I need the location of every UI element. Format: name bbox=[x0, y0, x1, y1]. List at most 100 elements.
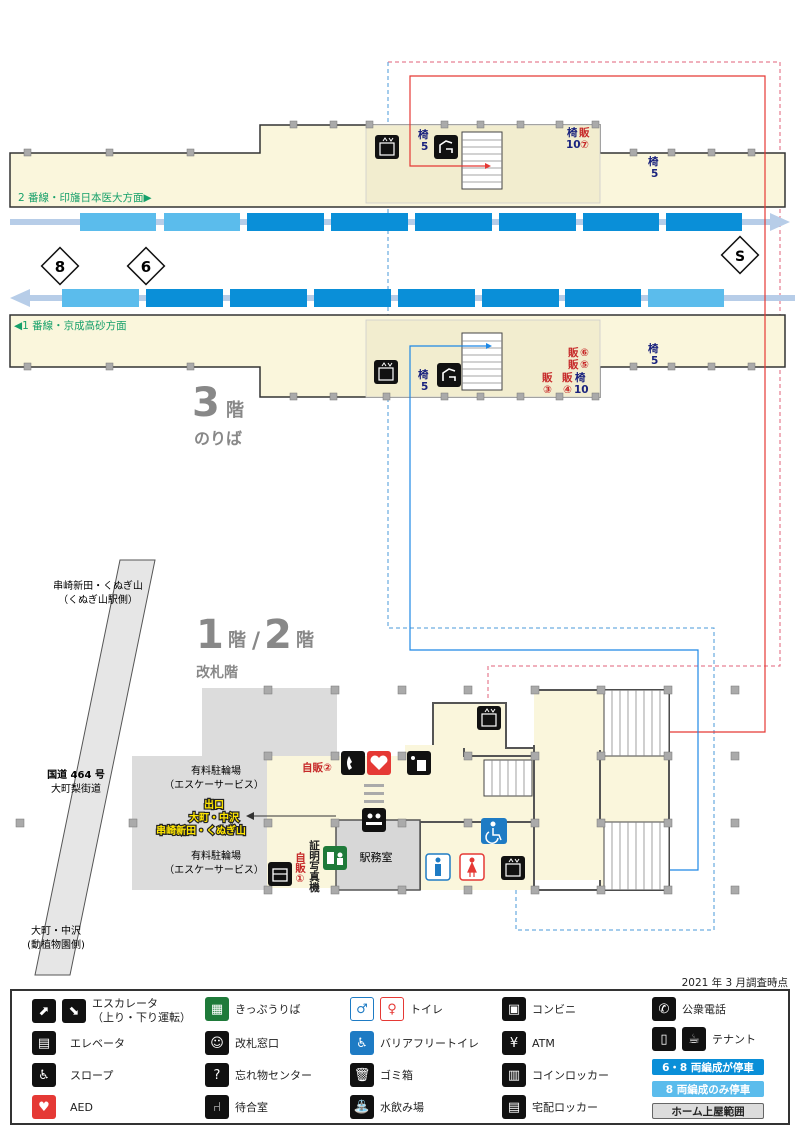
route-to-line1 bbox=[409, 345, 699, 871]
floor12-suffix-2: 階 bbox=[296, 630, 314, 651]
bicycle-parking-area bbox=[132, 756, 267, 890]
vending-number: ③ bbox=[543, 384, 552, 396]
convenience-store-icon: ▣ bbox=[502, 997, 526, 1021]
legend-trash: 🗑 ゴミ箱 bbox=[350, 1063, 413, 1087]
legend-coin-locker: ▥ コインロッカー bbox=[502, 1063, 609, 1087]
legend-gate-window: ☺ 改札窓口 bbox=[205, 1031, 279, 1055]
bicycle-parking-operator: （エスケーサービス） bbox=[164, 864, 264, 876]
escalator-up-icon: ⬈ bbox=[32, 999, 56, 1023]
seat-count: 5 bbox=[651, 355, 658, 367]
legend-tenant-label: テナント bbox=[712, 1033, 756, 1046]
svg-text:自販①: 自販① bbox=[294, 851, 306, 885]
coin-locker-icon: ▥ bbox=[502, 1063, 526, 1087]
legend-ticket-label: きっぷうりば bbox=[235, 1003, 301, 1016]
legend-slope: ♿ スロープ bbox=[32, 1063, 113, 1087]
delivery-locker-icon: ▤ bbox=[502, 1095, 526, 1119]
legend-barrier-free-toilet-label: バリアフリートイレ bbox=[380, 1037, 479, 1050]
svg-text:出口: 出口 bbox=[204, 798, 224, 811]
bicycle-parking-area bbox=[202, 688, 337, 756]
floor3-suffix: 階 bbox=[226, 400, 244, 421]
legend-escalator-label: エスカレータ bbox=[92, 997, 158, 1010]
tenant-cafe-icon: ☕ bbox=[682, 1027, 706, 1051]
toilet-women-icon bbox=[459, 853, 485, 881]
legend-stop-6-8: 6・8 両編成が停車 bbox=[652, 1059, 764, 1075]
photo-booth-label: 証明写真機 bbox=[308, 839, 320, 893]
seat-label: 椅 bbox=[418, 128, 429, 141]
legend-elevator-label: エレベータ bbox=[70, 1037, 125, 1050]
svg-text:大町・中沢: 大町・中沢 bbox=[189, 811, 240, 824]
aed-icon bbox=[367, 751, 391, 775]
escalator-down-icon: ⬊ bbox=[62, 999, 86, 1023]
legend-waiting-room-label: 待合室 bbox=[235, 1101, 268, 1114]
station-map: 8 6 S 2 番線・印旛日本医大方面▶ ◀1 番線・京成高砂方面 椅 5 椅 … bbox=[9, 61, 795, 976]
bicycle-parking-operator: （エスケーサービス） bbox=[164, 779, 264, 791]
road-national-464 bbox=[34, 559, 156, 976]
elevator-icon bbox=[501, 856, 525, 880]
road-name: 国道 464 号 bbox=[47, 768, 105, 781]
legend-barrier-free-toilet: ♿ バリアフリートイレ bbox=[350, 1031, 479, 1055]
vending-number: ⑤ bbox=[580, 359, 589, 371]
legend-aed-label: AED bbox=[70, 1100, 93, 1114]
legend-waiting-room: ⑁ 待合室 bbox=[205, 1095, 268, 1119]
elevator-icon bbox=[374, 360, 398, 384]
legend-atm-label: ATM bbox=[532, 1036, 555, 1050]
aed-icon: ♥ bbox=[32, 1095, 56, 1119]
legend-roof: ホーム上屋範囲 bbox=[652, 1103, 764, 1119]
legend-tenant: ▯ ☕ テナント bbox=[652, 1027, 756, 1051]
barrier-free-toilet-icon bbox=[481, 818, 507, 844]
svg-text:証明写真機: 証明写真機 bbox=[308, 839, 320, 893]
water-fountain-icon bbox=[437, 363, 461, 387]
legend-stop-8: 8 両編成のみ停車 bbox=[652, 1081, 764, 1097]
coin-locker-icon bbox=[268, 862, 292, 886]
vending-label: 販 bbox=[579, 126, 590, 139]
trash-icon: 🗑 bbox=[350, 1063, 374, 1087]
elevator-icon bbox=[375, 135, 399, 159]
legend-roof-label: ホーム上屋範囲 bbox=[671, 1105, 745, 1118]
legend-convenience-label: コンビニ bbox=[532, 1003, 576, 1016]
seat-label: 椅 bbox=[648, 342, 659, 355]
seat-label: 椅 bbox=[418, 368, 429, 381]
legend-delivery-locker-label: 宅配ロッカー bbox=[532, 1101, 598, 1114]
seat-count: 5 bbox=[651, 168, 658, 180]
vending-label: 販 bbox=[562, 371, 573, 384]
route-to-line2 bbox=[409, 75, 766, 733]
vending-number: ⑥ bbox=[580, 347, 589, 359]
stairs-to-line2 bbox=[603, 689, 670, 757]
floor12-number-1: 1 bbox=[196, 612, 224, 658]
legend-trash-label: ゴミ箱 bbox=[380, 1069, 413, 1082]
svg-text:串崎新田・くぬぎ山: 串崎新田・くぬぎ山 bbox=[156, 824, 246, 837]
gate-window-icon: ☺ bbox=[205, 1031, 229, 1055]
ticket-machine-icon: ▦ bbox=[205, 997, 229, 1021]
legend-toilet-label: トイレ bbox=[410, 1003, 443, 1016]
line2-direction-label: 2 番線・印旛日本医大方面▶ bbox=[18, 191, 153, 204]
toilet-men-icon bbox=[425, 853, 451, 881]
legend-fountain-label: 水飲み場 bbox=[380, 1101, 424, 1114]
legend-fountain: ⛲ 水飲み場 bbox=[350, 1095, 424, 1119]
legend-escalator-sub: （上り・下り運転） bbox=[92, 1011, 191, 1024]
seat-label: 椅 bbox=[648, 155, 659, 168]
road-south-label: 大町・中沢 bbox=[31, 924, 81, 937]
tenant-shop-icon: ▯ bbox=[652, 1027, 676, 1051]
legend-ticket: ▦ きっぷうりば bbox=[205, 997, 301, 1021]
toilet-men-icon: ♂ bbox=[350, 997, 374, 1021]
legend-stop-6-8-label: 6・8 両編成が停車 bbox=[662, 1061, 754, 1074]
slope-icon: ♿ bbox=[32, 1063, 56, 1087]
seat-count: 10 bbox=[566, 139, 581, 151]
concourse-pillars bbox=[15, 685, 740, 895]
stairs-lower bbox=[461, 332, 503, 391]
floor3-number: 3 bbox=[192, 380, 220, 426]
stairs-to-line1 bbox=[603, 821, 670, 891]
seat-label: 椅 bbox=[575, 371, 586, 384]
legend-convenience: ▣ コンビニ bbox=[502, 997, 576, 1021]
floor12-slash: / bbox=[252, 629, 261, 654]
legend-lost-found-label: 忘れ物センター bbox=[235, 1069, 312, 1082]
train-cars-line2 bbox=[80, 213, 742, 231]
bicycle-parking-label: 有料駐輪場 bbox=[191, 764, 241, 777]
legend-elevator: ▤ エレベータ bbox=[32, 1031, 125, 1055]
floor12-name: 改札階 bbox=[196, 664, 238, 681]
floor12-suffix-1: 階 bbox=[228, 630, 246, 651]
car-stop-marker-s: S bbox=[720, 235, 760, 275]
survey-date: 2021 年 3 月調査時点 bbox=[681, 977, 788, 989]
legend-lost-found: ? 忘れ物センター bbox=[205, 1063, 312, 1087]
elevator-icon bbox=[477, 706, 501, 730]
